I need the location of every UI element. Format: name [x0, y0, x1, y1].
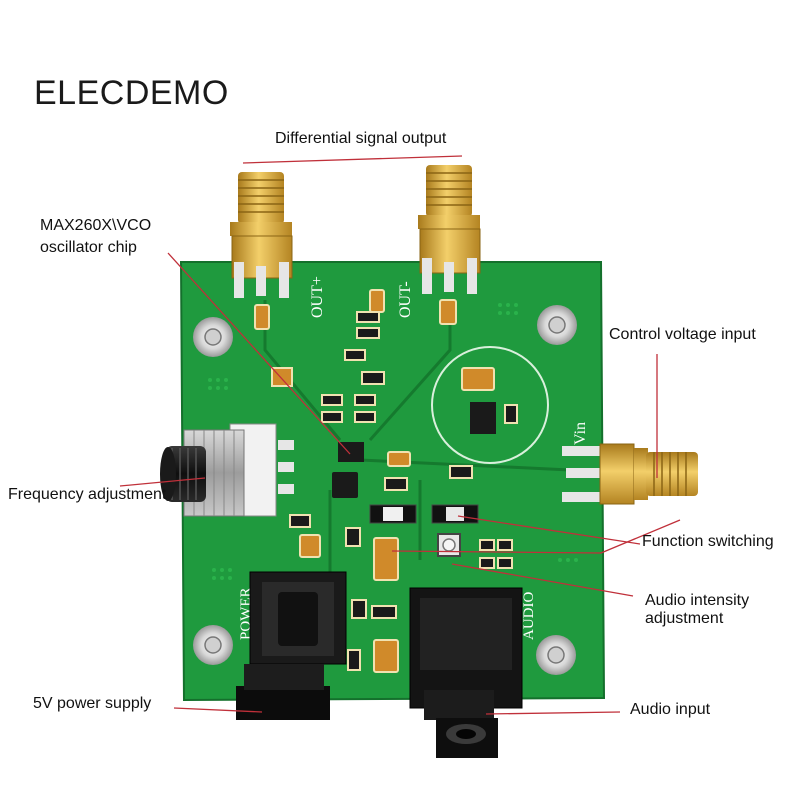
silkscreen-out-plus: OUT+ — [309, 276, 326, 318]
callout-audio-input: Audio input — [630, 701, 711, 718]
callout-chip-line1: MAX260X\VCO — [40, 217, 152, 234]
mounting-hole — [193, 317, 233, 357]
sma-connector-vin — [562, 443, 698, 505]
jumper-p3 — [369, 504, 417, 524]
brand-logo-text: ELECDEMO — [34, 74, 229, 112]
mounting-hole — [537, 305, 577, 345]
mounting-hole — [536, 635, 576, 675]
audio-jack — [409, 587, 523, 758]
frequency-potentiometer — [160, 423, 294, 517]
callout-lines — [119, 155, 681, 715]
dc-power-jack — [236, 571, 347, 720]
mounting-hole — [193, 625, 233, 665]
callout-audio-intensity-line2: adjustment — [645, 610, 724, 627]
silkscreen-vin: Vin — [572, 422, 589, 445]
callout-audio-intensity-line1: Audio intensity — [645, 592, 750, 609]
sma-connector-out-minus — [418, 165, 481, 294]
silkscreen-audio: AUDIO — [521, 592, 537, 640]
smd-components — [254, 289, 518, 673]
callout-frequency-adjustment: Frequency adjustment — [8, 486, 167, 503]
callout-control-voltage: Control voltage input — [609, 326, 756, 343]
silkscreen-out-minus: OUT- — [397, 281, 414, 318]
callout-chip-line2: oscillator chip — [40, 239, 137, 256]
callout-differential-output: Differential signal output — [275, 130, 447, 147]
sma-connector-out-plus — [230, 172, 293, 298]
jumper-p4 — [431, 504, 479, 524]
callout-power-supply: 5V power supply — [33, 695, 152, 712]
callout-function-switching: Function switching — [642, 533, 774, 550]
